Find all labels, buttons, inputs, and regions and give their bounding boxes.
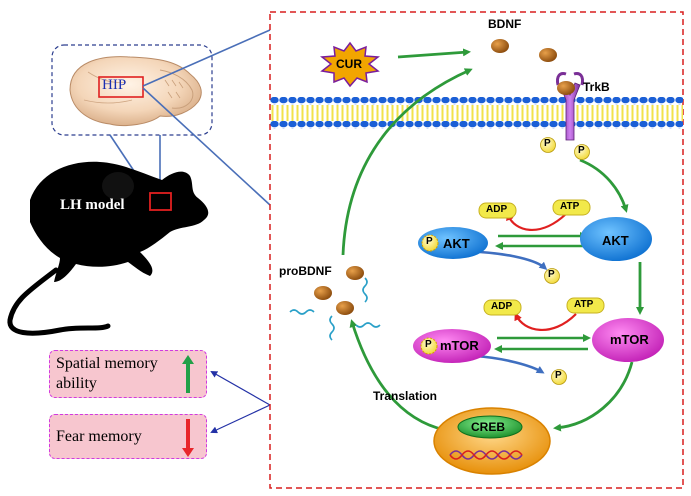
lh-model-label: LH model — [60, 197, 125, 213]
cur-label: CUR — [336, 57, 362, 71]
akt-phospho-node — [418, 227, 488, 259]
phospho-label-akt: P — [426, 236, 433, 247]
trkb-receptor — [556, 72, 584, 141]
atp-label-mtor: ATP — [574, 299, 594, 310]
brain-inset-frame — [51, 44, 213, 136]
phospho-label-receptor-2: P — [578, 145, 585, 156]
fear-memory-label: Fear memory — [56, 428, 142, 445]
phospho-label-akt-release: P — [548, 269, 555, 280]
bdnf-label: BDNF — [488, 17, 522, 31]
phospho-label-mtor: P — [425, 339, 432, 350]
hip-highlight-box — [98, 76, 144, 98]
spatial-memory-box: Spatial memory ability — [49, 350, 207, 398]
mtor-phospho-label: mTOR — [440, 338, 479, 353]
bdnf-dimer-1 — [491, 39, 509, 53]
spatial-memory-label-line1: Spatial memory — [56, 355, 158, 372]
bdnf-dimer-2 — [539, 48, 557, 62]
phospho-label-receptor-1: P — [544, 138, 551, 149]
adp-label-akt: ADP — [486, 204, 508, 215]
trkb-label: TrkB — [583, 80, 610, 94]
creb-node — [457, 415, 523, 439]
atp-label-akt: ATP — [560, 201, 580, 212]
spatial-memory-label-line2: ability — [56, 375, 97, 392]
pathway-frame — [269, 11, 684, 489]
akt-label: AKT — [602, 233, 629, 248]
adp-label-mtor: ADP — [491, 301, 513, 312]
hip-label: HIP — [102, 77, 127, 93]
translation-label: Translation — [373, 389, 438, 403]
probdnf-label: proBDNF — [279, 264, 332, 278]
mouse-hip-box — [149, 192, 172, 211]
fear-memory-box: Fear memory — [49, 414, 207, 459]
up-arrow-icon — [182, 355, 194, 393]
creb-label: CREB — [471, 420, 506, 434]
brain-illustration — [69, 56, 202, 127]
probdnf-cluster — [289, 277, 381, 341]
mtor-label: mTOR — [610, 332, 649, 347]
cell-membrane — [270, 97, 683, 129]
akt-node — [580, 217, 652, 261]
mouse-silhouette — [7, 161, 209, 336]
akt-phospho-label: AKT — [443, 236, 470, 251]
mtor-phospho-node — [413, 329, 491, 363]
down-arrow-icon — [182, 419, 194, 457]
cur-burst — [320, 41, 380, 88]
dna-helix — [449, 450, 523, 460]
phospho-label-mtor-release: P — [555, 370, 562, 381]
mtor-node — [592, 318, 664, 362]
